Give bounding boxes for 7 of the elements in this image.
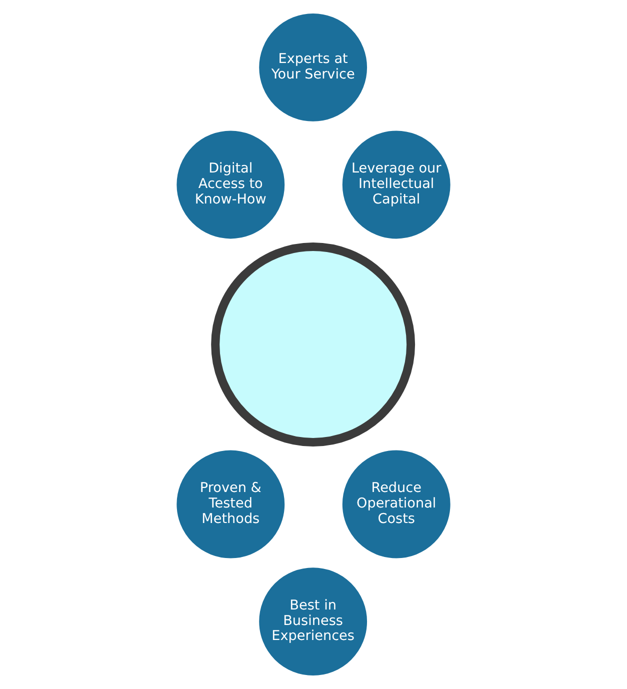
node-circle: Proven & Tested Methods bbox=[174, 448, 288, 561]
node-circle: Leverage our Intellectual Capital bbox=[340, 128, 453, 242]
node-circle bbox=[211, 242, 416, 446]
node-circle: Digital Access to Know-How bbox=[174, 128, 288, 242]
node-circle: Reduce Operational Costs bbox=[340, 448, 453, 561]
node-circle: Experts at Your Service bbox=[256, 10, 370, 124]
node-circle: Best in Business Experiences bbox=[256, 565, 370, 678]
